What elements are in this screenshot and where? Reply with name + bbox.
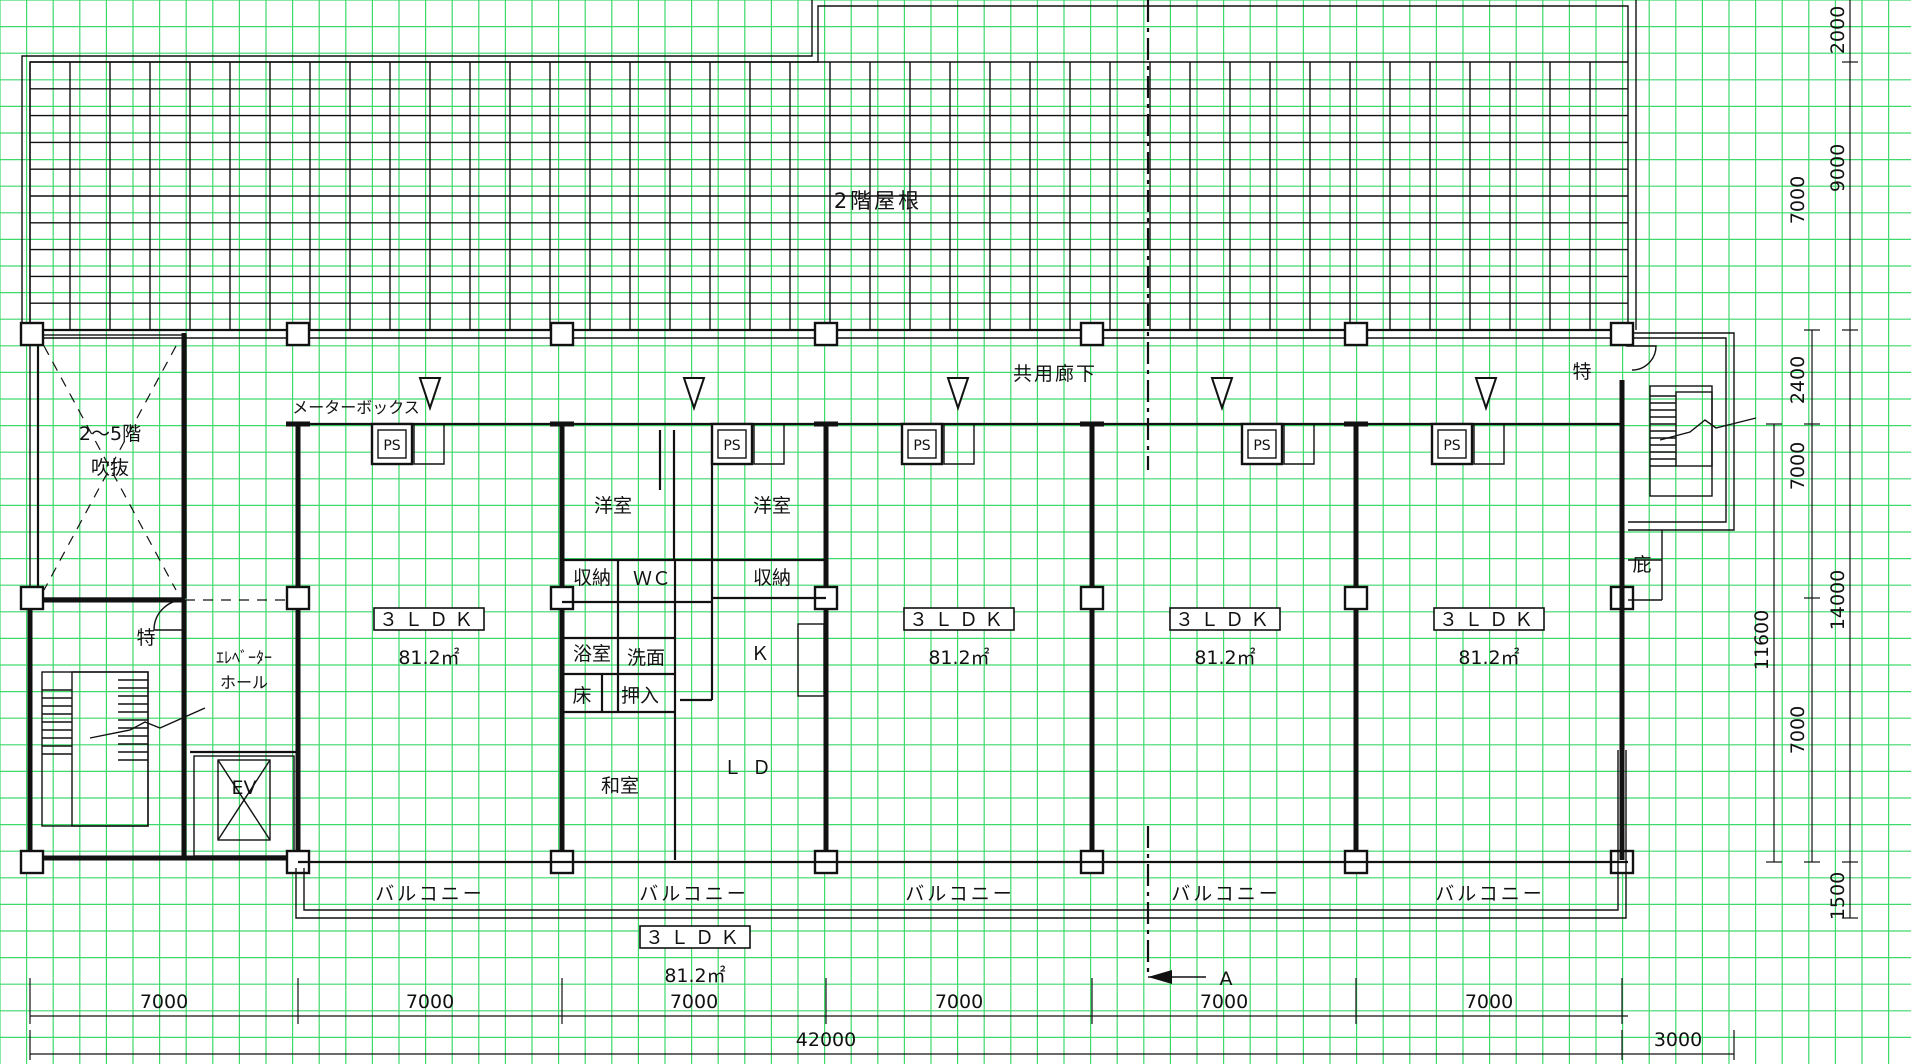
atrium-label-2: 吹抜 bbox=[91, 457, 129, 479]
right-outer-dimension: 1500 bbox=[1827, 872, 1849, 920]
balcony-label-4: バルコニー bbox=[1171, 883, 1281, 905]
bottom-bay-dimension: 7000 bbox=[406, 991, 454, 1013]
roof-label: 2階屋根 bbox=[834, 189, 922, 213]
corridor-structure bbox=[30, 328, 1735, 531]
balcony-label-3: バルコニー bbox=[905, 883, 1015, 905]
bottom-total-dimension: 42000 bbox=[796, 1029, 856, 1051]
ev-label: EV bbox=[231, 777, 256, 799]
unit-labels: ３ＬＤＫ 81.2㎡ ３ＬＤＫ 81.2㎡ ３ＬＤＫ 81.2㎡ ３ＬＤＫ 81… bbox=[373, 607, 1545, 987]
right-inner-dimension: 7000 bbox=[1787, 442, 1809, 490]
ps-label: PS bbox=[913, 438, 930, 454]
unit-5-area: 81.2㎡ bbox=[1458, 646, 1519, 669]
ps-label: PS bbox=[1443, 438, 1460, 454]
bottom-bay-dimension: 7000 bbox=[1465, 991, 1513, 1013]
room-washroom: 洗面 bbox=[627, 647, 665, 669]
unit-2-type: ３ＬＤＫ bbox=[645, 927, 745, 949]
room-bath: 浴室 bbox=[573, 643, 611, 665]
second-floor-roof: 2階屋根 bbox=[21, 0, 1637, 330]
balcony-label-5: バルコニー bbox=[1435, 883, 1545, 905]
right-outer-dimension: 14000 bbox=[1827, 570, 1849, 630]
balcony-label-2: バルコニー bbox=[639, 883, 749, 905]
unit-1-area: 81.2㎡ bbox=[398, 646, 459, 669]
section-mark: A bbox=[1220, 968, 1233, 990]
balconies: バルコニー バルコニー バルコニー バルコニー バルコニー bbox=[295, 750, 1628, 919]
bottom-bay-dimension: 7000 bbox=[670, 991, 718, 1013]
unit-3-type: ３ＬＤＫ bbox=[909, 609, 1009, 631]
unit-2-label: ３ＬＤＫ 81.2㎡ bbox=[639, 925, 751, 987]
corridor-label: 共用廊下 bbox=[1013, 363, 1097, 385]
atrium-label-1: 2～5階 bbox=[79, 423, 141, 445]
unit-4-area: 81.2㎡ bbox=[1194, 646, 1255, 669]
unit-3-area: 81.2㎡ bbox=[928, 646, 989, 669]
unit-2-area: 81.2㎡ bbox=[664, 964, 725, 987]
ps-label: PS bbox=[723, 438, 740, 454]
dimension-lines: 7000 7000 7000 7000 7000 7000 42000 3000 2400 700… bbox=[29, 0, 1858, 1060]
room-closet: 押入 bbox=[621, 685, 659, 707]
room-alcove: 床 bbox=[572, 685, 591, 707]
ps-label: PS bbox=[383, 438, 400, 454]
right-inner-total-dimension: 11600 bbox=[1751, 610, 1773, 670]
right-stair: 特 庇 bbox=[1572, 345, 1757, 860]
unit-4-label: ３ＬＤＫ 81.2㎡ bbox=[1169, 607, 1281, 669]
right-inner-dimension: 7000 bbox=[1787, 706, 1809, 754]
unit-walls bbox=[286, 421, 1634, 863]
toku-label-right: 特 bbox=[1572, 361, 1591, 383]
elevator-hall-label-2: ホール bbox=[220, 673, 268, 692]
right-outer-dimension: 9000 bbox=[1827, 144, 1849, 192]
bottom-bay-dimension: 7000 bbox=[140, 991, 188, 1013]
room-storage-1: 収納 bbox=[573, 567, 611, 589]
balcony-label-1: バルコニー bbox=[375, 883, 485, 905]
unit-1-label: ３ＬＤＫ 81.2㎡ bbox=[373, 607, 485, 669]
room-wc: ＷＣ bbox=[633, 568, 671, 590]
right-inner-dimension: 2400 bbox=[1787, 356, 1809, 404]
room-storage-2: 収納 bbox=[753, 567, 791, 589]
canopy-label: 庇 bbox=[1632, 554, 1651, 576]
unit-5-label: ３ＬＤＫ 81.2㎡ bbox=[1433, 607, 1545, 669]
room-western-1: 洋室 bbox=[594, 495, 632, 517]
unit-interior: 洋室 洋室 収納 収納 ＷＣ 浴室 洗面 床 押入 和室 Ｋ ＬＤ bbox=[562, 430, 826, 860]
room-japanese: 和室 bbox=[601, 775, 639, 797]
elevator-hall-label-1: ｴﾚﾍﾞｰﾀｰ bbox=[216, 648, 272, 667]
elevator-hall: 特 ｴﾚﾍﾞｰﾀｰ ホール EV bbox=[27, 597, 298, 861]
room-western-2: 洋室 bbox=[753, 495, 791, 517]
right-outer-dimension: 2000 bbox=[1827, 6, 1849, 54]
pipe-spaces: PS PS PS PS PS bbox=[370, 377, 1505, 466]
ps-label: PS bbox=[1253, 438, 1270, 454]
room-living-dining: ＬＤ bbox=[723, 757, 781, 779]
section-line: A bbox=[1146, 0, 1233, 990]
toku-label-left: 特 bbox=[136, 627, 155, 649]
meter-box-label: メーターボックス bbox=[292, 398, 420, 417]
bottom-bay-dimension: 7000 bbox=[935, 991, 983, 1013]
room-kitchen: Ｋ bbox=[750, 643, 769, 665]
bottom-stair-dimension: 3000 bbox=[1654, 1029, 1702, 1051]
unit-5-type: ３ＬＤＫ bbox=[1439, 609, 1539, 631]
unit-3-label: ３ＬＤＫ 81.2㎡ bbox=[903, 607, 1015, 669]
bottom-bay-dimension: 7000 bbox=[1200, 991, 1248, 1013]
right-inner-dimension: 7000 bbox=[1787, 176, 1809, 224]
unit-1-type: ３ＬＤＫ bbox=[379, 609, 479, 631]
unit-4-type: ３ＬＤＫ bbox=[1175, 609, 1275, 631]
